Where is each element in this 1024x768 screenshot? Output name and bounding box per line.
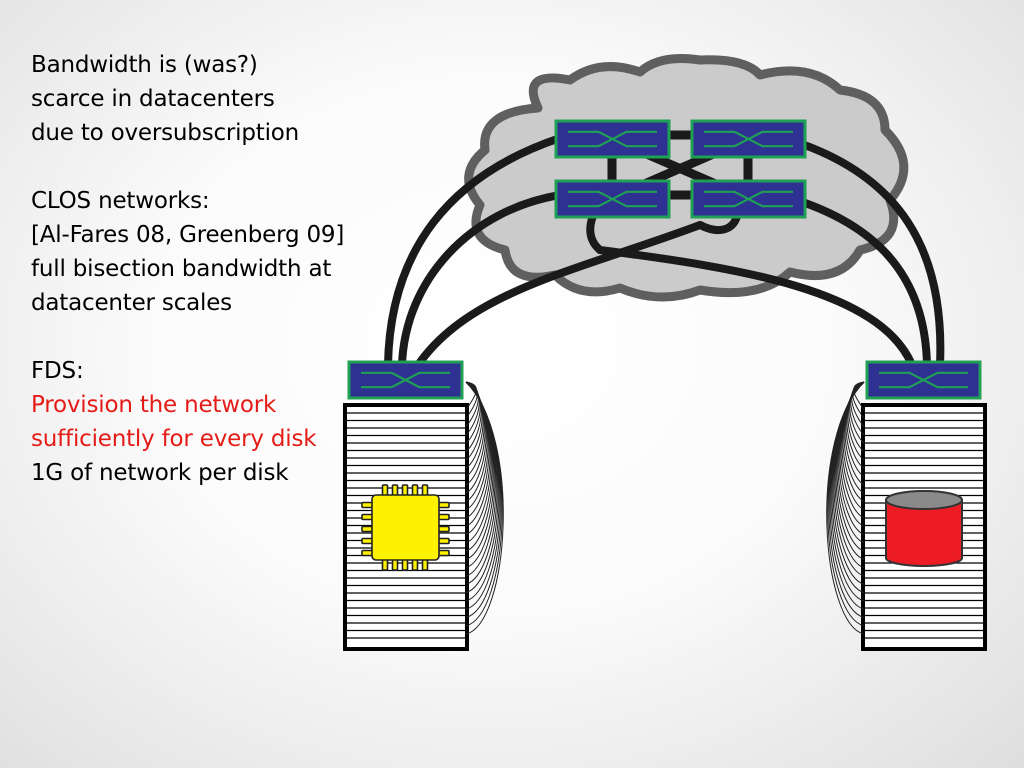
switch-icon [690, 119, 807, 159]
text-line: [Al-Fares 08, Greenberg 09] [31, 222, 345, 248]
text-line: CLOS networks: [31, 188, 210, 214]
text-line: datacenter scales [31, 290, 232, 316]
switch-icon [554, 119, 671, 159]
cpu-chip-icon [361, 484, 450, 571]
text-line: full bisection bandwidth at [31, 256, 332, 282]
text-line: due to oversubscription [31, 120, 300, 146]
text-line: scarce in datacenters [31, 86, 275, 112]
text-line-emphasis: sufficiently for every disk [31, 426, 317, 452]
switch-icon [347, 360, 464, 400]
switch-icon [690, 179, 807, 219]
slide-text: Bandwidth is (was?) scarce in datacenter… [31, 48, 371, 490]
text-line-emphasis: Provision the network [31, 392, 277, 418]
switch-icon [554, 179, 671, 219]
text-line: 1G of network per disk [31, 460, 289, 486]
switch-icon [865, 360, 982, 400]
uplink-cables [384, 134, 945, 369]
cloud-icon [464, 54, 909, 302]
disk-cylinder-icon [885, 490, 963, 567]
text-line: Bandwidth is (was?) [31, 52, 258, 78]
text-line: FDS: [31, 358, 84, 384]
